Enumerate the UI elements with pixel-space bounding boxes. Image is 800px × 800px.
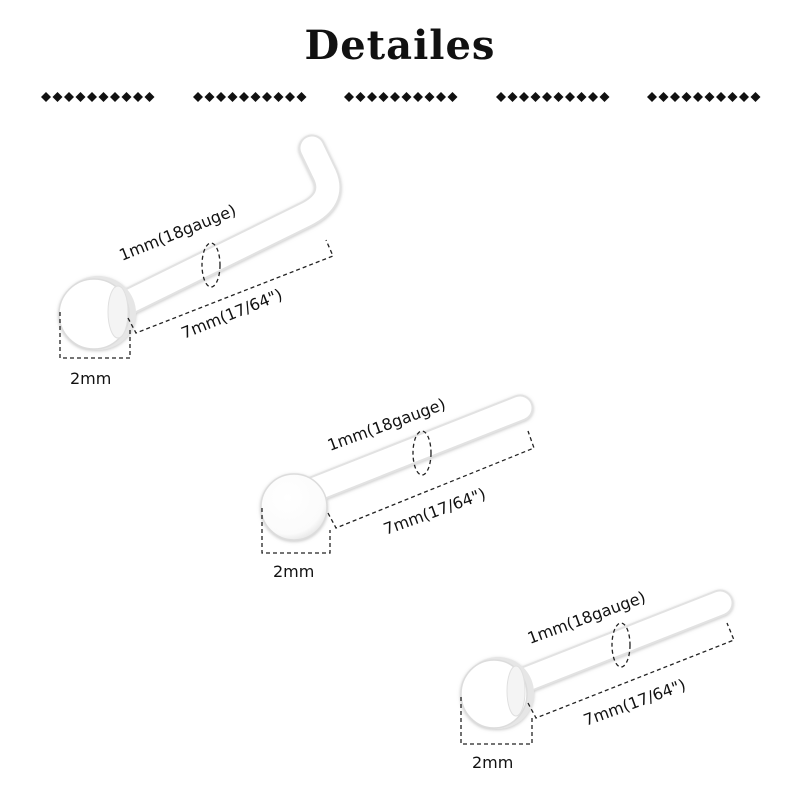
stud-straight-ball-shape [260,394,534,541]
divider-diamond [273,92,284,102]
length-dimension [327,430,535,529]
length-label: 7mm(17/64") [178,285,285,343]
top-size-label: 2mm [273,562,314,581]
divider-diamond [553,92,564,102]
divider-diamond [530,92,541,102]
length-dimension [527,622,735,719]
divider-diamond [239,92,249,102]
divider-diamond [390,92,400,102]
divider-diamond [98,92,109,102]
divider-diamond [599,92,610,102]
top-size-bracket [59,312,131,359]
length-label: 7mm(17/64") [581,675,688,730]
divider-diamond [727,92,738,102]
divider-diamond [658,92,669,102]
divider-diamond [344,92,354,102]
divider-diamond [355,92,366,102]
divider-diamond [64,92,74,102]
divider-diamond [193,92,203,102]
divider-diamond [647,92,657,102]
divider-diamond [144,92,155,102]
divider-diamond [542,92,552,102]
divider-diamond [447,92,458,102]
divider-diamond [670,92,680,102]
divider-diamond [413,92,423,102]
divider-diamond [519,92,529,102]
divider-2 [193,92,307,102]
divider-4 [496,92,610,102]
top-size-label: 2mm [70,369,111,388]
divider-diamond [693,92,703,102]
divider-diamond [576,92,587,102]
divider-diamond [296,92,307,102]
divider-diamond [133,92,143,102]
length-label: 7mm(17/64") [381,484,488,539]
divider-diamond [204,92,215,102]
divider-diamond [588,92,598,102]
top-size-bracket [460,697,533,745]
divider-diamond [285,92,295,102]
gauge-marker [611,622,631,668]
top-size-bracket [261,508,331,554]
divider-diamond [227,92,238,102]
divider-diamond [507,92,518,102]
divider-diamond [496,92,506,102]
divider-diamond [121,92,132,102]
divider-diamond [681,92,692,102]
divider-diamond [110,92,120,102]
page-title: Detailes [304,22,496,69]
divider-3 [344,92,458,102]
divider-diamond [401,92,412,102]
divider-diamond [436,92,446,102]
divider-diamond [378,92,389,102]
divider-diamond [87,92,97,102]
divider-5 [647,92,761,102]
divider-diamond [565,92,575,102]
divider-diamond [41,92,51,102]
stud-l-bend: 1mm(18gauge) 7mm(17/64") 2mm [58,134,342,388]
divider-diamond [739,92,749,102]
stud-l-bend-shape [58,134,342,350]
stud-straight-ball: 1mm(18gauge) 7mm(17/64") 2mm [260,394,535,581]
gauge-marker [412,430,432,476]
stud-straight-flat: 1mm(18gauge) 7mm(17/64") 2mm [460,587,735,772]
top-size-label: 2mm [472,753,513,772]
divider-diamond [424,92,435,102]
divider-1 [41,92,155,102]
gauge-marker [201,242,221,288]
divider-diamond [716,92,726,102]
divider-diamond [704,92,715,102]
length-dimension [127,239,334,334]
divider-diamond [75,92,86,102]
divider-diamond [52,92,63,102]
divider-diamond [367,92,377,102]
divider-diamond [262,92,272,102]
divider-diamond [216,92,226,102]
divider-diamond [750,92,761,102]
divider-diamond [250,92,261,102]
